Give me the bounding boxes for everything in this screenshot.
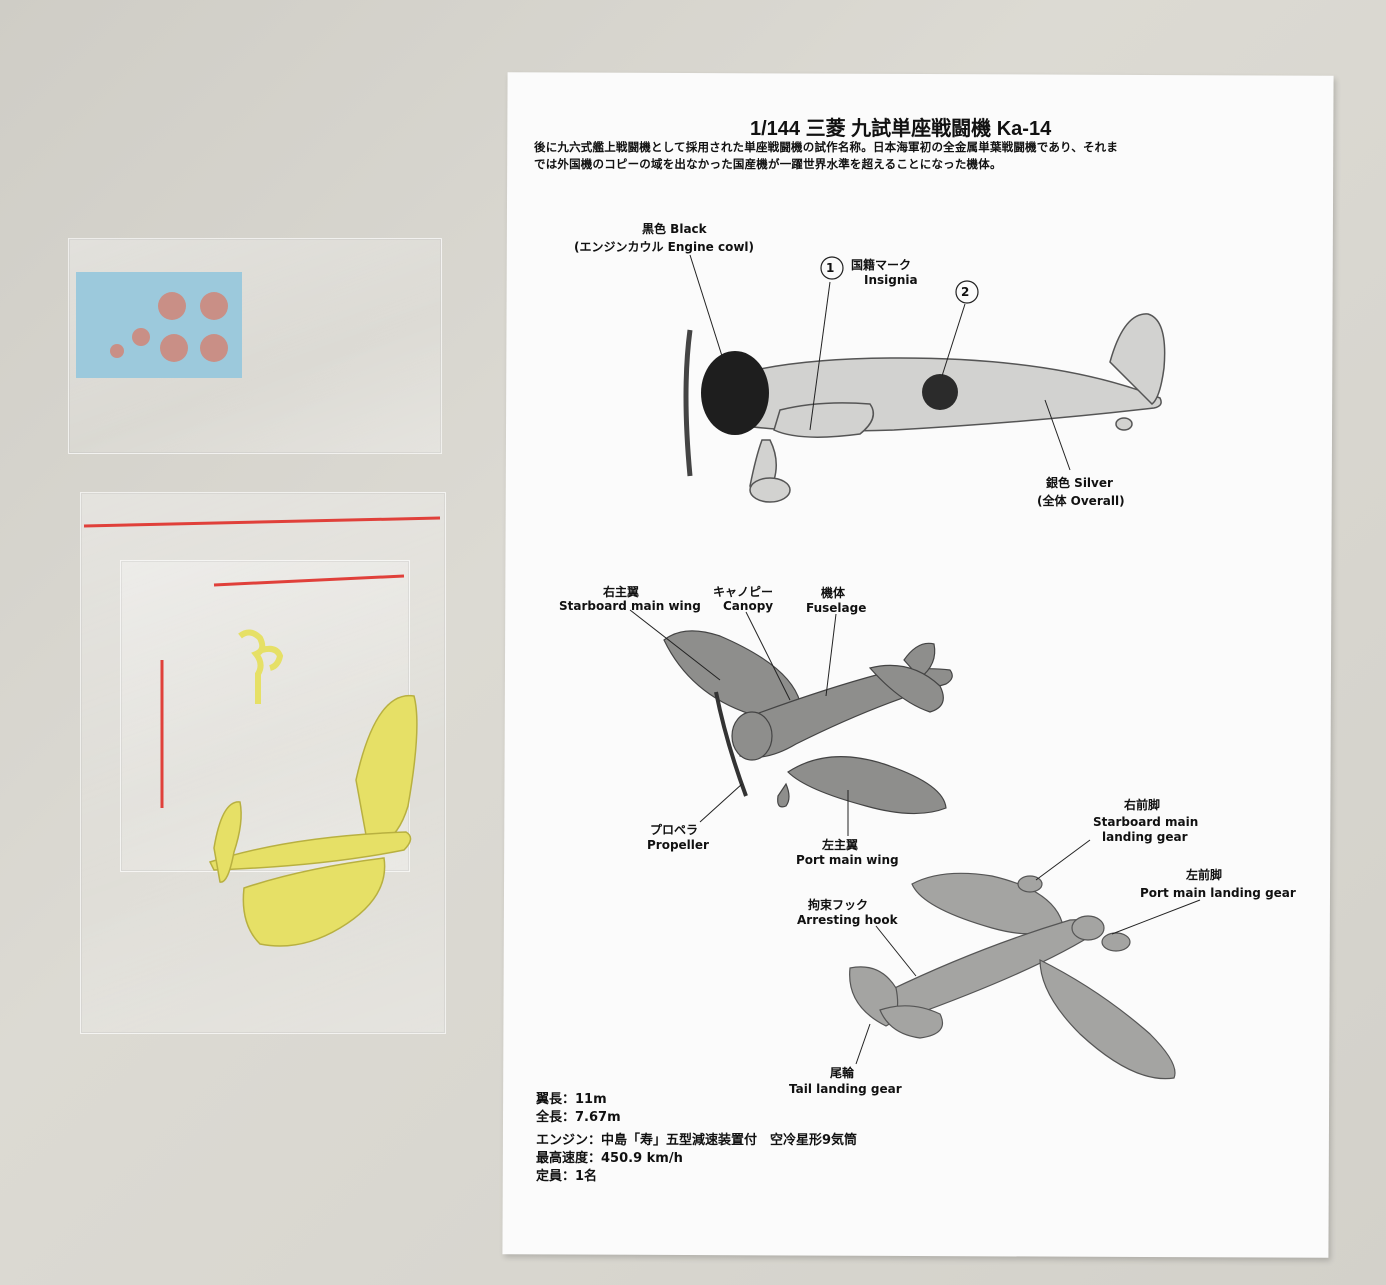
label-starboard-gear-en2: landing gear [1102,830,1188,844]
leader-line [745,611,791,701]
leader-line [941,303,966,377]
label-starboard-wing-ja: 右主翼 [603,585,640,599]
label-starboard-wing-en: Starboard main wing [559,599,701,613]
leader-line [629,609,721,681]
parts-bag-inner [120,560,410,872]
label-port-gear-en: Port main landing gear [1140,886,1296,900]
label-fuselage-en: Fuselage [806,601,867,615]
leader-line [1044,399,1071,471]
resin-tail [213,801,242,883]
gear-port-wheel [1101,932,1131,952]
side-tail-wheel [1115,417,1133,431]
zip-line [83,516,441,528]
leader-line [875,925,917,977]
decal-roundel [158,292,186,320]
decal-roundel [110,344,124,358]
callout-number-2: 2 [961,285,970,299]
decal-sheet [76,272,242,378]
side-insignia-roundel [922,374,958,410]
label-canopy-ja: キャノピー [713,585,774,599]
spec-wingspan: 翼長：11m [536,1092,607,1107]
leader-line [1035,839,1091,881]
decal-roundel [160,334,188,362]
label-black-ja: 黒色 Black [642,222,707,236]
label-silver-en: (全体 Overall) [1037,494,1125,508]
leader-line [699,783,743,823]
label-black-en: (エンジンカウル Engine cowl) [574,240,755,254]
side-propeller [683,329,693,477]
label-port-wing-en: Port main wing [796,853,899,867]
label-hook-en: Arresting hook [797,913,898,927]
label-tail-gear-en: Tail landing gear [789,1082,902,1096]
gear-tail-plane [879,1005,944,1039]
label-silver-ja: 銀色 Silver [1046,476,1113,490]
resin-fuselage [208,831,412,871]
leader-line [689,254,723,357]
spec-max-speed: 最高速度：450.9 km/h [536,1151,683,1166]
label-starboard-gear-ja: 右前脚 [1124,798,1161,812]
label-tail-gear-ja: 尾輪 [830,1066,855,1080]
decal-roundel [200,334,228,362]
parts-port-wing [787,756,947,815]
side-wheel [749,477,791,503]
spec-length: 全長：7.67m [536,1110,621,1125]
side-engine-cowl [701,351,769,435]
label-hook-ja: 拘束フック [808,898,869,912]
callout-number-1: 1 [826,261,835,275]
label-port-gear-ja: 左前脚 [1186,868,1223,882]
gear-engine [1071,915,1105,941]
decal-roundel [132,328,150,346]
parts-landing-gear [777,782,790,808]
sheet-title: 1/144 三菱 九試単座戦闘機 Ka-14 [750,118,1052,140]
sheet-intro-line1: 後に九六式艦上戦闘機として採用された単座戦闘機の試作名称。日本海軍初の全金属単葉… [534,140,1119,154]
side-wing [773,402,875,438]
spec-crew: 定員：1名 [536,1169,598,1184]
parts-tail-plane [868,664,944,713]
gear-lower-wing [1039,959,1176,1080]
parts-engine [731,711,773,761]
leader-line [809,281,831,431]
sheet-intro-line2: では外国機のコピーの域を出なかった国産機が一躍世界水準を超えることになった機体。 [534,157,1002,171]
decal-roundel [200,292,228,320]
label-canopy-en: Canopy [723,599,774,613]
label-starboard-gear-en1: Starboard main [1093,815,1199,829]
resin-wing [242,857,386,947]
side-tail-fin [1109,313,1166,405]
leader-line [855,1023,871,1065]
label-insignia-en: Insignia [864,273,918,287]
resin-small-parts [238,629,284,704]
label-propeller-ja: プロペラ [650,823,699,837]
label-fuselage-ja: 機体 [821,586,846,600]
parts-tail-fin [903,642,936,679]
leader-line [1111,899,1201,935]
label-insignia-ja: 国籍マーク [851,258,912,272]
label-propeller-en: Propeller [647,838,709,852]
leader-line [825,613,837,697]
spec-engine: エンジン：中島「寿」五型減速装置付 空冷星形9気筒 [536,1133,858,1148]
zip-line [213,574,405,587]
callout-circle-1 [820,256,844,280]
label-port-wing-ja: 左主翼 [822,838,859,852]
callout-circle-2 [955,280,979,304]
